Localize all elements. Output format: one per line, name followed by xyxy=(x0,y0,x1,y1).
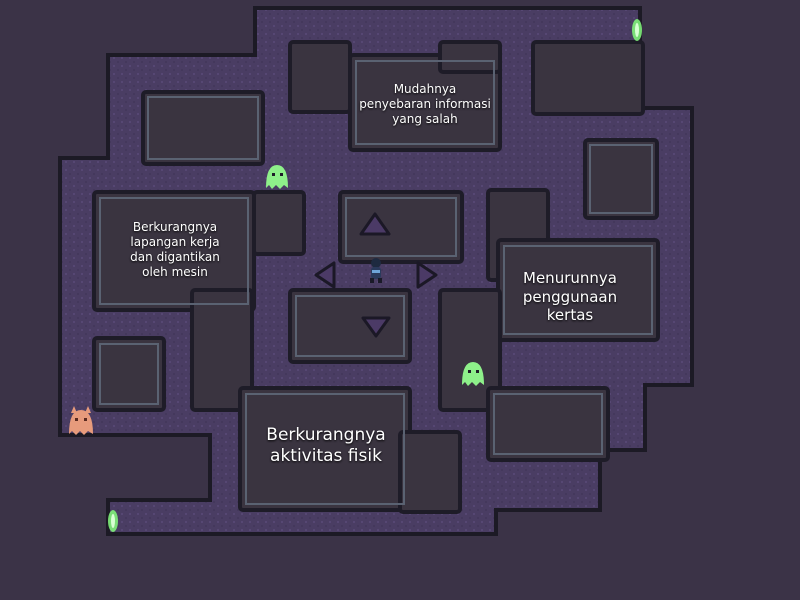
arrow-down-button[interactable] xyxy=(361,316,391,338)
answer-label[interactable]: Mudahnya penyebaran informasi yang salah xyxy=(359,81,491,126)
portal-icon xyxy=(632,19,642,41)
answer-label[interactable]: Berkurangnya aktivitas fisik xyxy=(266,424,386,466)
arrow-right-button[interactable] xyxy=(416,261,438,289)
ghost-icon xyxy=(462,362,484,386)
arrow-left-button[interactable] xyxy=(314,261,336,289)
maze-walls xyxy=(92,40,660,514)
maze-wall-borders xyxy=(99,60,653,505)
pig-ghost-icon xyxy=(69,406,93,435)
ghost-icon xyxy=(266,165,288,189)
answer-label[interactable]: Menurunnya penggunaan kertas xyxy=(522,268,618,325)
player-icon xyxy=(370,258,382,283)
answer-label[interactable]: Berkurangnya lapangan kerja dan digantik… xyxy=(130,220,220,279)
arrow-up-button[interactable] xyxy=(359,212,391,236)
portal-icon xyxy=(108,510,118,532)
